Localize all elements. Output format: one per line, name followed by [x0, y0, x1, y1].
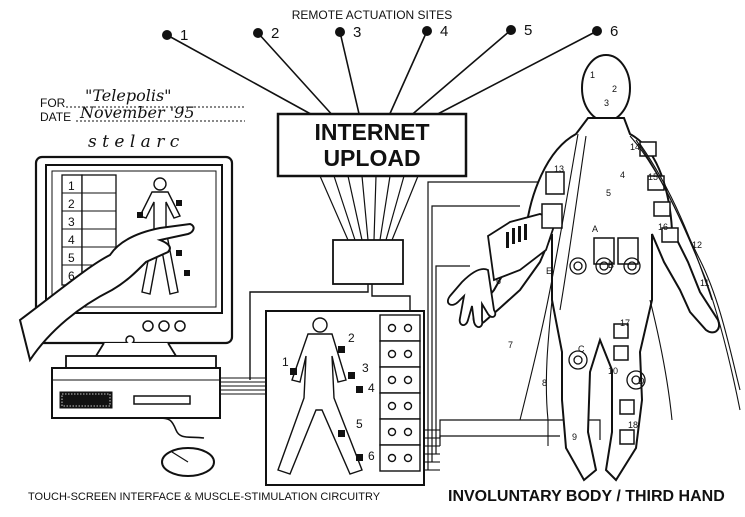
body-label-4: 4 — [620, 170, 625, 180]
site-lines — [166, 29, 598, 119]
hand-illustration — [18, 222, 195, 363]
monitor-button-2[interactable] — [142, 320, 154, 332]
body-label-1: 1 — [590, 70, 595, 80]
for-value: "Telepolis" — [85, 86, 172, 105]
body-label-6: 6 — [496, 276, 501, 286]
computer-base — [51, 367, 221, 419]
site-label-3: 3 — [353, 24, 361, 41]
screen-row-5[interactable]: 5 — [68, 251, 75, 265]
site-dot-5 — [506, 25, 516, 35]
monitor-button-3[interactable] — [158, 320, 170, 332]
circuit-label-6: 6 — [368, 449, 375, 463]
caption-right: INVOLUNTARY BODY / THIRD HAND — [448, 488, 725, 505]
body-label-14: 14 — [630, 142, 640, 152]
site-dot-4 — [422, 26, 432, 36]
circuit-figure — [277, 317, 363, 475]
circuit-label-5: 5 — [356, 417, 363, 431]
body-label-3: 3 — [604, 98, 609, 108]
body-label-2: 2 — [612, 84, 617, 94]
site-dot-1 — [162, 30, 172, 40]
body-label-12: 12 — [692, 240, 702, 250]
body-label-10: 10 — [608, 366, 618, 376]
body-label-c: C — [578, 344, 585, 354]
upload-line-1: INTERNET — [315, 119, 430, 145]
site-label-2: 2 — [271, 25, 279, 42]
site-label-5: 5 — [524, 22, 532, 39]
header-title: REMOTE ACTUATION SITES — [292, 8, 452, 22]
circuit-label-3: 3 — [362, 361, 369, 375]
body-label-5: 5 — [606, 188, 611, 198]
circuit-label-2: 2 — [348, 331, 355, 345]
body-label-18: 18 — [628, 420, 638, 430]
body-label-16: 16 — [658, 222, 668, 232]
upload-cables — [319, 175, 419, 241]
body-control-units — [541, 141, 679, 445]
body-label-e: E — [546, 266, 552, 276]
date-label: DATE — [40, 110, 71, 124]
date-value: November '95 — [79, 103, 195, 122]
screen-row-6[interactable]: 6 — [68, 269, 75, 283]
for-label: FOR — [40, 96, 66, 110]
site-label-6: 6 — [610, 23, 618, 40]
signature: s t e l a r c — [88, 132, 180, 152]
site-dot-3 — [335, 27, 345, 37]
body-label-7: 7 — [508, 340, 513, 350]
body-label-8: 8 — [542, 378, 547, 388]
upload-line-2: UPLOAD — [323, 145, 420, 171]
body-label-17: 17 — [620, 318, 630, 328]
body-label-15: 15 — [648, 172, 658, 182]
body-label-b: B — [608, 260, 614, 270]
third-hand — [446, 268, 497, 328]
body-label-d: D — [638, 376, 645, 386]
screen-row-4[interactable]: 4 — [68, 233, 75, 247]
screen-row-1[interactable]: 1 — [68, 179, 75, 193]
site-dot-6 — [592, 26, 602, 36]
body-label-11: 11 — [700, 278, 709, 288]
screen-row-2[interactable]: 2 — [68, 197, 75, 211]
body-label-13: 13 — [554, 164, 564, 174]
modem-box — [332, 239, 404, 285]
monitor-button-4[interactable] — [174, 320, 186, 332]
screen-body-figure — [139, 177, 181, 295]
internet-upload-box — [276, 112, 468, 178]
monitor-button-1[interactable] — [125, 335, 135, 345]
site-label-1: 1 — [180, 27, 188, 44]
relay-modules — [379, 314, 421, 472]
caption-left: TOUCH-SCREEN INTERFACE & MUSCLE-STIMULAT… — [28, 491, 381, 503]
body-label-9: 9 — [572, 432, 577, 442]
site-label-4: 4 — [440, 23, 448, 40]
screen-row-3[interactable]: 3 — [68, 215, 75, 229]
site-dot-2 — [253, 28, 263, 38]
circuit-label-1: 1 — [282, 355, 289, 369]
circuit-label-4: 4 — [368, 381, 375, 395]
body-label-a: A — [592, 224, 598, 234]
